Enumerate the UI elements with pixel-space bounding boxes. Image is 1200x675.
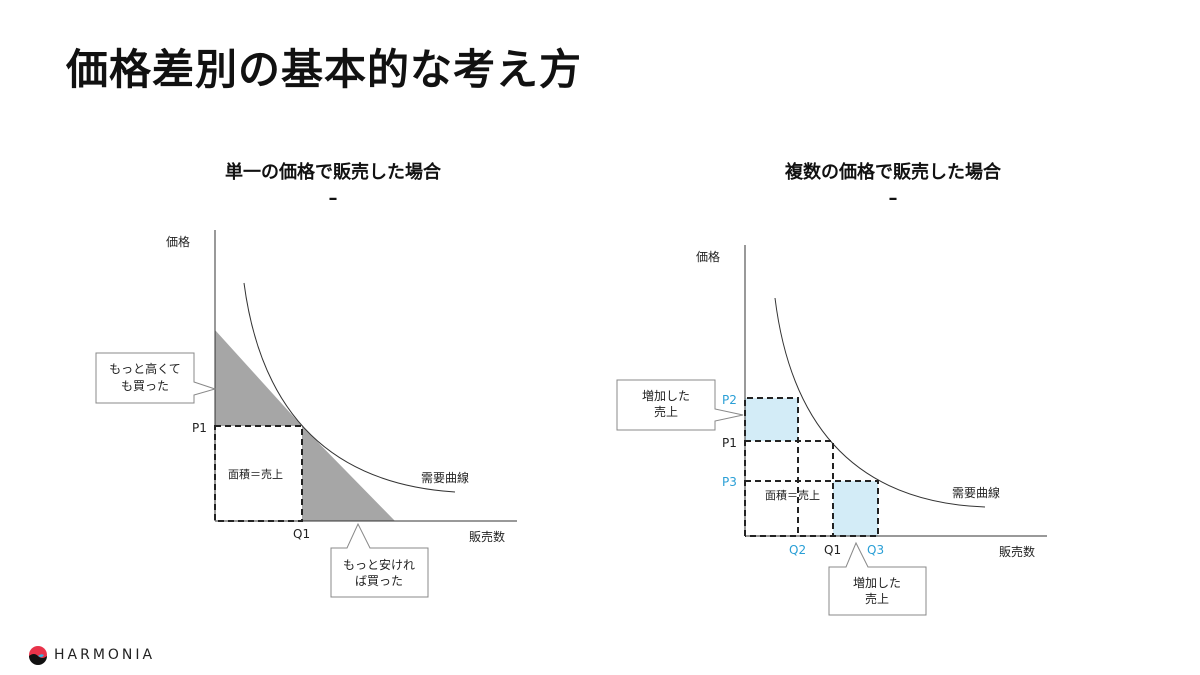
demand-curve <box>243 282 456 493</box>
callout-bottom-line2: 売上 <box>865 591 889 606</box>
lost-demand-low <box>302 426 395 521</box>
callout-high-line2: も買った <box>121 379 169 393</box>
left-heading-dash: – <box>329 188 338 209</box>
p2-label: P2 <box>722 393 737 407</box>
p1-label: P1 <box>192 421 207 435</box>
page-title: 価格差別の基本的な考え方 <box>66 45 583 94</box>
logo-text: HARMONIA <box>54 647 156 663</box>
callout-high <box>95 352 217 404</box>
callout-left-line1: 増加した <box>642 389 690 403</box>
q1-label: Q1 <box>824 543 841 557</box>
x-axis-label: 販売数 <box>469 529 505 544</box>
demand-curve <box>774 297 986 508</box>
callout-left-line2: 売上 <box>654 404 678 419</box>
callout-low-line1: もっと安けれ <box>343 557 415 572</box>
area-label: 面積＝売上 <box>765 488 820 502</box>
x-axis-label: 販売数 <box>999 544 1035 559</box>
harmonia-logo: HARMONIA <box>28 645 155 665</box>
right-heading-dash: – <box>889 188 898 209</box>
added-revenue-q3 <box>833 481 878 536</box>
demand-curve-label: 需要曲線 <box>421 470 469 485</box>
p1-label: P1 <box>722 436 737 450</box>
callout-high-line1: もっと高くて <box>109 361 181 376</box>
q2-label: Q2 <box>789 543 806 557</box>
q1-label: Q1 <box>293 527 310 541</box>
callout-bottom <box>828 541 927 616</box>
right-chart: 複数の価格で販売した場合 – 価格 P2 P1 P3 Q2 Q1 Q3 販売数 … <box>616 161 1047 616</box>
revenue-rect <box>214 425 303 522</box>
left-heading: 単一の価格で販売した場合 <box>225 161 442 183</box>
left-chart: 単一の価格で販売した場合 – 価格 P1 Q1 販売数 需要曲線 面積＝売上 も… <box>95 161 517 598</box>
q3-label: Q3 <box>867 543 884 557</box>
callout-low <box>330 522 429 598</box>
y-axis-label: 価格 <box>696 249 720 264</box>
callout-bottom-line1: 増加した <box>853 576 901 590</box>
callout-left <box>616 379 744 431</box>
logo-mark-icon <box>29 646 47 665</box>
y-axis-label: 価格 <box>166 234 190 249</box>
price-grid <box>744 397 879 537</box>
added-revenue-p2 <box>745 398 798 441</box>
right-heading: 複数の価格で販売した場合 <box>784 161 1002 183</box>
area-label: 面積＝売上 <box>228 467 283 481</box>
p3-label: P3 <box>722 475 737 489</box>
consumer-surplus-high <box>215 330 302 426</box>
demand-curve-label: 需要曲線 <box>952 485 1000 500</box>
callout-low-line2: ば買った <box>355 574 403 588</box>
